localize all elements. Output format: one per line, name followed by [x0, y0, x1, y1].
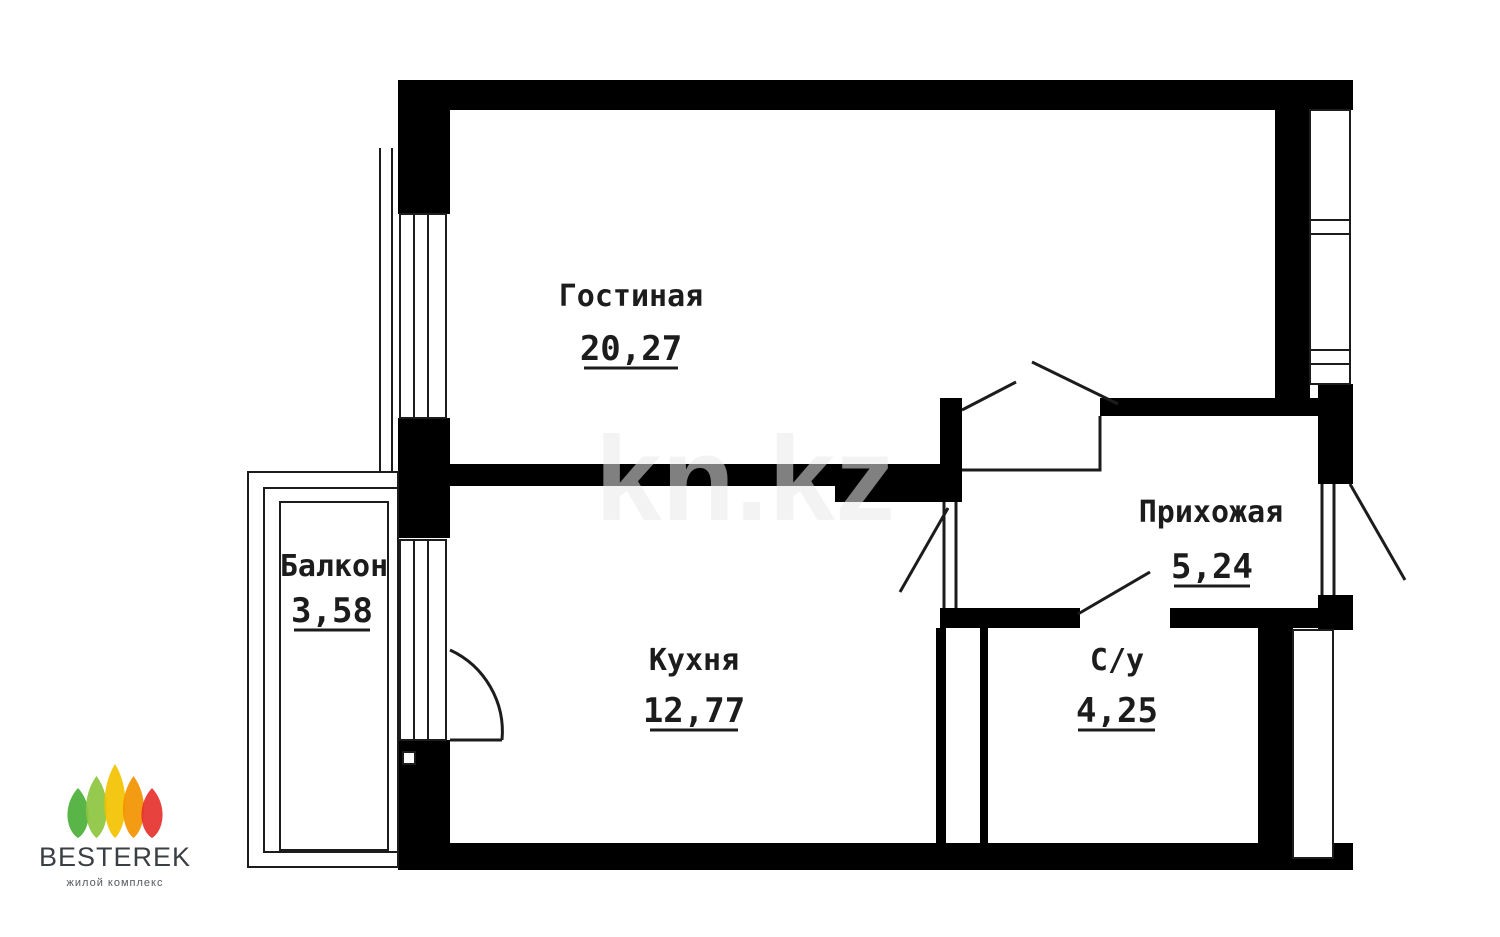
interior-walls: [450, 398, 1320, 843]
wall-living-kitchen: [450, 464, 945, 486]
brand-logo: BESTEREK жилой комплекс: [20, 760, 210, 889]
door-swing-kitchen: [449, 648, 504, 741]
room-bathroom-area: 4,25: [1076, 691, 1158, 731]
wall-right-upper: [1275, 80, 1310, 400]
room-living-label: Гостиная: [559, 279, 704, 314]
window-living-left: [399, 213, 447, 419]
window-kitchen-left: [399, 539, 447, 741]
wall-bath-top-left: [940, 608, 1080, 628]
watermark: kn.kz: [595, 412, 895, 546]
wall-bath-left-a: [936, 628, 946, 843]
door-leaf-bath: [1077, 570, 1151, 616]
logo-leaf: [104, 764, 126, 838]
balcony-outline: [247, 148, 399, 868]
wall-bath-top-right: [1170, 608, 1320, 628]
brand-subtitle: жилой комплекс: [66, 877, 164, 889]
vent-marker: [402, 751, 416, 765]
logo-leaf: [122, 776, 145, 838]
logo-leaf: [141, 788, 163, 838]
room-living: Гостиная 20,27: [559, 279, 704, 370]
wall-right-bottom: [1258, 612, 1293, 870]
window-bath-right: [1292, 629, 1334, 859]
window-living-right: [1309, 109, 1351, 385]
wall-left-upper: [398, 80, 450, 214]
room-bathroom: С/у 4,25: [1076, 643, 1158, 732]
logo-leaf: [67, 788, 89, 838]
door-leaf-living: [1031, 360, 1119, 406]
room-hallway-area: 5,24: [1171, 547, 1253, 587]
wall-left-middle: [398, 418, 450, 538]
logo-leaf: [85, 776, 108, 838]
doors: [449, 360, 1407, 742]
outer-walls: [398, 80, 1353, 870]
room-hallway: Прихожая 5,24: [1139, 495, 1284, 588]
brand-name: BESTEREK: [38, 842, 192, 872]
wall-right-lower: [1318, 595, 1353, 630]
room-hallway-label: Прихожая: [1139, 495, 1284, 530]
wall-hall-column: [940, 398, 962, 502]
room-kitchen: Кухня 12,77: [643, 643, 745, 732]
room-kitchen-label: Кухня: [649, 643, 739, 678]
wall-corner-block: [835, 464, 945, 502]
room-living-area: 20,27: [580, 329, 682, 369]
wall-hall-top: [1100, 398, 1318, 416]
room-balcony: Балкон 3,58: [280, 549, 388, 632]
room-balcony-area: 3,58: [291, 591, 373, 631]
room-kitchen-area: 12,77: [643, 691, 745, 731]
leaf-logo-icon: [67, 764, 163, 838]
door-leaf-entrance: [1348, 483, 1407, 581]
room-balcony-label: Балкон: [280, 549, 388, 584]
wall-bottom: [398, 843, 1353, 870]
wall-bath-left-b: [980, 628, 988, 843]
door-leaf-hall-left: [898, 507, 950, 593]
windows: [399, 109, 1351, 859]
wall-top: [398, 80, 1353, 110]
room-bathroom-label: С/у: [1090, 643, 1144, 678]
wall-right-middle: [1318, 384, 1353, 484]
